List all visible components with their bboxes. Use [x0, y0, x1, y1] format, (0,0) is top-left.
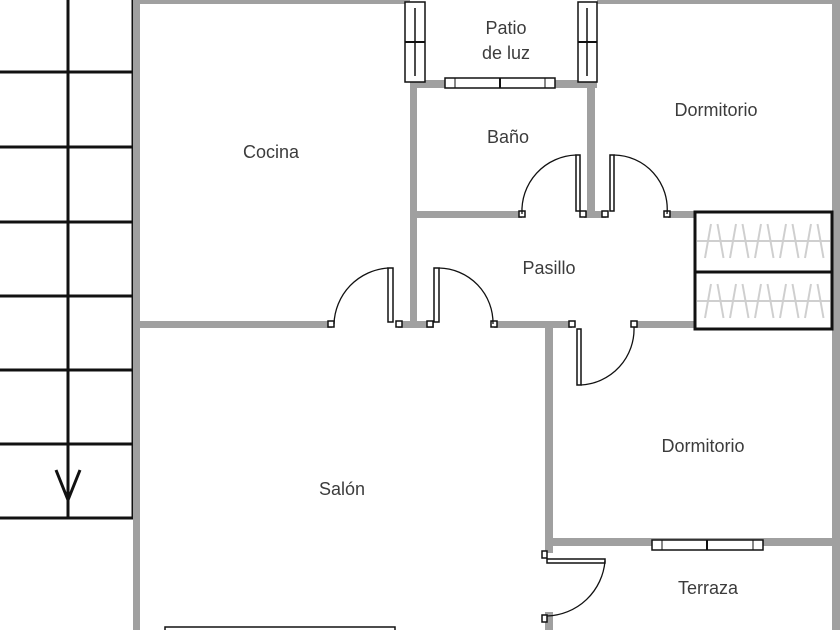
room-label-patio-2: de luz — [482, 43, 530, 63]
room-label-bano: Baño — [487, 127, 529, 147]
wardrobe — [693, 210, 834, 331]
room-label-pasillo: Pasillo — [522, 258, 575, 278]
room-label-cocina: Cocina — [243, 142, 300, 162]
hanger-icon — [804, 283, 812, 319]
hanger-icon — [741, 283, 750, 319]
room-label-patio: Patio — [485, 18, 526, 38]
room-label-dormitorio-2: Dormitorio — [661, 436, 744, 456]
hanger-icon — [754, 223, 762, 259]
window-patio-bottom — [444, 77, 556, 89]
hanger-icon — [804, 223, 812, 259]
hanger-icon — [779, 283, 787, 319]
room-label-salon: Salón — [319, 479, 365, 499]
window-salon-bottom — [164, 626, 396, 630]
hanger-icon — [816, 223, 825, 259]
door-salon — [426, 267, 498, 328]
window-patio-left — [404, 1, 426, 83]
hanger-icon — [791, 283, 800, 319]
hanger-icon — [729, 283, 737, 319]
window-patio-right — [577, 1, 598, 83]
hanger-icon — [716, 223, 725, 259]
room-label-dormitorio-1: Dormitorio — [674, 100, 757, 120]
door-terraza — [541, 550, 606, 623]
hanger-icon — [766, 223, 775, 259]
hanger-icon — [766, 283, 775, 319]
door-dormitorio-2 — [568, 320, 638, 386]
window-terraza — [651, 539, 764, 551]
hanger-icon — [729, 223, 737, 259]
hanger-icon — [816, 283, 825, 319]
door-cocina — [327, 267, 403, 328]
hanger-icon — [704, 283, 712, 319]
stair-direction-arrow-icon — [54, 444, 82, 505]
door-bano — [518, 154, 587, 218]
hanger-icon — [791, 223, 800, 259]
staircase — [0, 0, 135, 520]
hanger-icon — [716, 283, 725, 319]
hanger-icon — [779, 223, 787, 259]
room-label-terraza: Terraza — [678, 578, 739, 598]
hanger-icon — [754, 283, 762, 319]
hanger-icon — [741, 223, 750, 259]
door-dormitorio-1 — [601, 154, 671, 218]
hanger-icon — [704, 223, 712, 259]
